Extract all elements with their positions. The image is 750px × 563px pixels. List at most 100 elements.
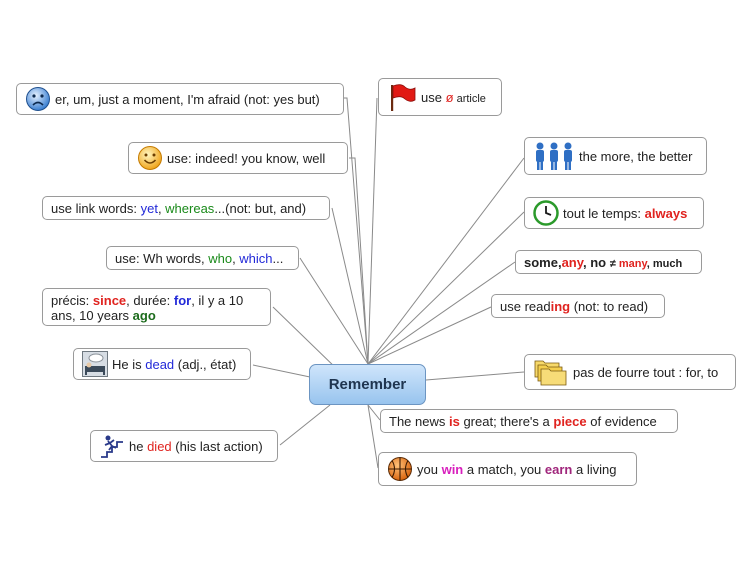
text-part: précis:: [51, 293, 93, 308]
highlight-died: died: [147, 438, 172, 454]
node-more-better[interactable]: the more, the better: [524, 137, 707, 175]
highlight-who: who: [208, 250, 233, 266]
node-fourre-tout-text: pas de fourre tout : for, to: [573, 364, 719, 380]
node-wh-words-text: use: Wh words, who, which...: [115, 251, 283, 266]
node-indeed[interactable]: use: indeed! you know, well: [128, 142, 348, 174]
node-indeed-text: use: indeed! you know, well: [167, 150, 326, 166]
link-link-words: [331, 207, 369, 365]
node-died[interactable]: he died (his last action): [90, 430, 278, 462]
highlight-which: which: [239, 250, 273, 266]
link-dead: [252, 364, 311, 378]
highlight-piece: piece: [553, 413, 587, 429]
text-part: you: [417, 461, 442, 477]
node-reading[interactable]: use reading (not: to read): [491, 294, 665, 318]
link-indeed: [349, 157, 369, 365]
link-wh-words: [299, 257, 369, 365]
link-more: [367, 157, 525, 365]
not-equal-symbol: ≠: [609, 257, 616, 270]
text-part: He is: [112, 356, 146, 372]
link-reading: [367, 306, 492, 365]
highlight-whereas: whereas: [165, 200, 215, 216]
text-part: use: Wh words,: [115, 250, 209, 266]
link-article: [367, 97, 378, 365]
highlight-ago: ago: [132, 308, 156, 323]
text-part: some,: [524, 254, 562, 270]
text-part: tout le temps:: [563, 205, 645, 221]
text-part: ,: [232, 250, 240, 266]
text-part: a living: [572, 461, 617, 477]
link-some: [367, 261, 516, 365]
text-part: (his last action): [171, 438, 263, 454]
people-icon: [533, 141, 575, 171]
empty-set-symbol: ø: [445, 89, 454, 105]
node-news[interactable]: The news is great; there's a piece of ev…: [380, 409, 678, 433]
node-precis[interactable]: précis: since, durée: for, il y a 10 ans…: [42, 288, 271, 326]
highlight-always: always: [644, 205, 688, 221]
text-part: , il y a 10 ans, 10 years: [51, 293, 244, 323]
highlight-win: win: [441, 461, 464, 477]
highlight-is: is: [448, 413, 460, 429]
text-part: (not: to read): [570, 298, 649, 314]
node-some-any-text: some,any, no ≠ many, much: [524, 255, 682, 270]
highlight-for: for: [173, 293, 192, 308]
folders-icon: [533, 357, 569, 387]
text-part: article: [453, 92, 486, 105]
text-part: ...(not: but, and): [214, 200, 307, 216]
node-dead[interactable]: He is dead (adj., état): [73, 348, 251, 380]
text-part: , much: [646, 257, 683, 270]
text-part: great; there's a: [459, 413, 554, 429]
text-part: ,: [157, 200, 166, 216]
text-part: , no: [583, 254, 610, 270]
node-link-words[interactable]: use link words: yet, whereas...(not: but…: [42, 196, 330, 220]
link-died: [279, 404, 331, 446]
text-part: The news: [389, 413, 449, 429]
node-wh-words[interactable]: use: Wh words, who, which...: [106, 246, 299, 270]
central-topic-remember[interactable]: Remember: [309, 364, 426, 405]
node-win-earn-text: you win a match, you earn a living: [417, 462, 616, 477]
highlight-ing: ing: [550, 298, 571, 314]
node-er-um-text: er, um, just a moment, I'm afraid (not: …: [55, 91, 320, 107]
node-always[interactable]: tout le temps: always: [524, 197, 704, 229]
node-article-text: use ø article: [421, 90, 486, 105]
node-died-text: he died (his last action): [129, 439, 263, 454]
node-reading-text: use reading (not: to read): [500, 299, 648, 314]
node-always-text: tout le temps: always: [563, 206, 687, 221]
highlight-earn: earn: [544, 461, 573, 477]
link-fourre: [425, 371, 525, 381]
sleeping-person-icon: [82, 351, 108, 377]
basketball-icon: [387, 456, 413, 482]
node-fourre-tout[interactable]: pas de fourre tout : for, to: [524, 354, 736, 390]
node-more-better-text: the more, the better: [579, 148, 693, 164]
highlight-many: many: [615, 257, 647, 270]
text-part: he: [129, 438, 148, 454]
link-win: [367, 404, 379, 469]
highlight-any: any: [561, 254, 584, 270]
text-part: ...: [272, 250, 284, 266]
clock-icon: [533, 200, 559, 226]
link-news: [367, 404, 381, 421]
sad-face-icon: [25, 86, 51, 112]
link-precis: [272, 306, 341, 373]
falling-person-icon: [99, 433, 125, 459]
red-flag-icon: [387, 82, 417, 112]
node-er-um[interactable]: er, um, just a moment, I'm afraid (not: …: [16, 83, 344, 115]
text-part: use read: [500, 298, 551, 314]
text-part: of evidence: [586, 413, 657, 429]
text-part: , durée:: [126, 293, 174, 308]
smiley-face-icon: [137, 145, 163, 171]
highlight-yet: yet: [140, 200, 158, 216]
node-news-text: The news is great; there's a piece of ev…: [389, 414, 657, 429]
node-link-words-text: use link words: yet, whereas...(not: but…: [51, 201, 306, 216]
text-part: use link words:: [51, 200, 141, 216]
central-topic-label: Remember: [328, 376, 407, 393]
text-part: a match, you: [463, 461, 545, 477]
link-er-um: [343, 97, 369, 365]
text-part: (adj., état): [174, 356, 237, 372]
node-win-earn[interactable]: you win a match, you earn a living: [378, 452, 637, 486]
node-article[interactable]: use ø article: [378, 78, 502, 116]
node-dead-text: He is dead (adj., état): [112, 357, 236, 372]
highlight-since: since: [92, 293, 127, 308]
highlight-dead: dead: [145, 356, 175, 372]
node-some-any[interactable]: some,any, no ≠ many, much: [515, 250, 702, 274]
